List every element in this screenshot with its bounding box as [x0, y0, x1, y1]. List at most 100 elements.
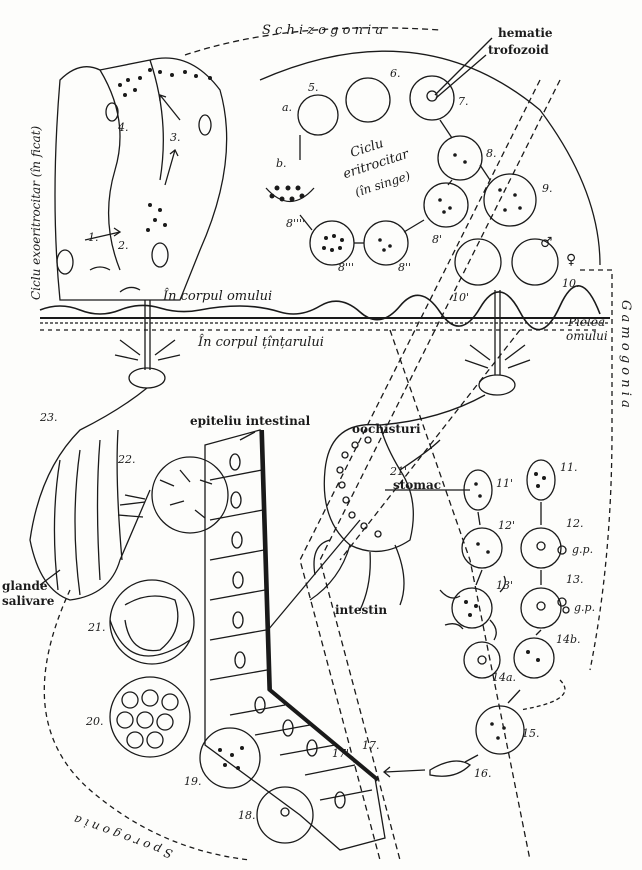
arrow-16-17-head [382, 766, 391, 778]
arrow-dashed-14-15 [519, 679, 566, 711]
arrow-3-4 [159, 94, 181, 121]
stage-16: 16. [474, 767, 492, 780]
erythrocytic-cycle-arc [259, 50, 601, 266]
stage-18: 18. [238, 809, 256, 822]
oocyst-20-spheres [116, 689, 179, 749]
divider-dashed-2 [319, 79, 561, 861]
arrow-7-8 [439, 119, 453, 139]
stage-8ppp: 8''' [338, 261, 355, 274]
liver-cell-outline [54, 57, 228, 301]
sporogony-dashed-arc [43, 589, 251, 861]
arrow-1-2-head [113, 227, 122, 237]
divider-dashed-3 [389, 329, 531, 861]
stage-14b: 14b. [556, 633, 581, 646]
stage-20: 20. [86, 715, 104, 728]
released-sporozoites [117, 469, 213, 519]
arrow-16-17 [384, 769, 426, 773]
microgametes [439, 575, 506, 641]
label-in-corpul-tintarului: În corpul țînțarului [198, 335, 324, 350]
label-pielea-2: omului [566, 329, 608, 343]
stage-8p: 8' [432, 233, 443, 246]
stage-17p: 17' [332, 747, 350, 760]
label-epiteliu-intestinal: epiteliu intestinal [190, 414, 311, 428]
arrow-1-2 [84, 231, 121, 241]
mosquito-head-right [379, 290, 531, 426]
liver-nucleus-4 [198, 114, 212, 136]
stage-21p: 21' [390, 465, 408, 478]
label-salivare: salivare [2, 594, 55, 608]
stage-8pp: 8'' [398, 261, 412, 274]
arrow-8-8p [447, 179, 453, 186]
label-gp-1: g.p. [572, 543, 594, 556]
stage-11: 11. [560, 461, 578, 474]
male-symbol: ♂ [540, 235, 553, 251]
label-gp-2: g.p. [574, 601, 596, 614]
label-ciclu-exoeritrocitar: Ciclu exoeritrocitar (în ficat) [29, 125, 43, 300]
label-stomac: stomac [393, 478, 442, 492]
intestinal-epithelium [204, 429, 386, 851]
liver-cell-inner-2 [149, 59, 164, 181]
schizogony-dashed-arc [184, 27, 441, 56]
stomach-oocyst-dots [336, 436, 382, 538]
label-schizogonia: S c h i z o g o n i a [262, 23, 384, 38]
sporozoite-2 [119, 286, 141, 293]
erythrocyte-parasite-dots [269, 153, 522, 252]
stage-14a: 14a. [492, 671, 517, 684]
stage-8pppp: 8'''' [286, 217, 306, 230]
mosquito-stomach [309, 423, 441, 611]
stage-a: a. [282, 101, 293, 114]
stage-10p: 10' [452, 291, 470, 304]
label-in-corpul-omului: În corpul omului [163, 289, 273, 304]
label-trofozoid: trofozoid [488, 43, 549, 57]
gamogony-bracket [580, 269, 613, 671]
stage-7: 7. [458, 95, 469, 108]
stage-11p: 11' [496, 477, 514, 490]
female-symbol: ♀ [566, 252, 577, 268]
arrow-8p-8pp [403, 219, 425, 233]
stage-19: 19. [184, 775, 202, 788]
stage-22: 22. [118, 453, 136, 466]
gametocyte-dots [464, 472, 546, 740]
liver-nucleus-1 [56, 249, 74, 275]
glande-pointer [39, 569, 61, 586]
stage-b: b. [276, 157, 287, 170]
stage-1: 1. [88, 231, 99, 244]
stage-9: 9. [542, 182, 553, 195]
divider-dashed-4 [339, 329, 521, 561]
arrow-8ppp-8pppp [299, 214, 313, 231]
stage-13: 13. [566, 573, 584, 586]
stage-15: 15. [522, 727, 540, 740]
stage-10: 10. [562, 277, 580, 290]
sporozoite-1 [89, 266, 111, 271]
arrow-2-3-head [169, 148, 179, 157]
stage-23: 23. [40, 411, 58, 424]
skin-line-upper [39, 285, 601, 331]
label-hematie: hematie [498, 26, 553, 40]
liver-cell-inner-1 [99, 69, 121, 271]
epiteliu-pointer [239, 431, 256, 441]
trofozoid-pointer [435, 54, 487, 99]
hematie-pointer [434, 37, 493, 96]
gametocyte-arrows [464, 502, 542, 763]
liver-nucleus-2 [151, 242, 169, 268]
arrow-stomach-epithelium [267, 519, 361, 631]
stage-3: 3. [170, 131, 181, 144]
stage-2: 2. [118, 239, 129, 252]
arrow-3-4-head [159, 94, 167, 101]
stage-6: 6. [390, 67, 401, 80]
liver-merozoites [118, 68, 212, 232]
oocyst-19-dots [218, 746, 244, 770]
label-gamogonia: G a m o g o n i a [618, 300, 633, 408]
gametocyte-cells [429, 459, 570, 777]
stage-21: 21. [88, 621, 106, 634]
stage-5: 5. [308, 81, 319, 94]
label-glande: glande [2, 579, 48, 593]
stage-12p: 12' [498, 519, 516, 532]
stage-13p: 13' [496, 579, 514, 592]
arrow-8-9 [479, 164, 491, 181]
stage-8: 8. [486, 147, 497, 160]
label-oochisturi: oochisturi [352, 422, 421, 436]
label-pielea-1: Pielea [568, 315, 606, 329]
